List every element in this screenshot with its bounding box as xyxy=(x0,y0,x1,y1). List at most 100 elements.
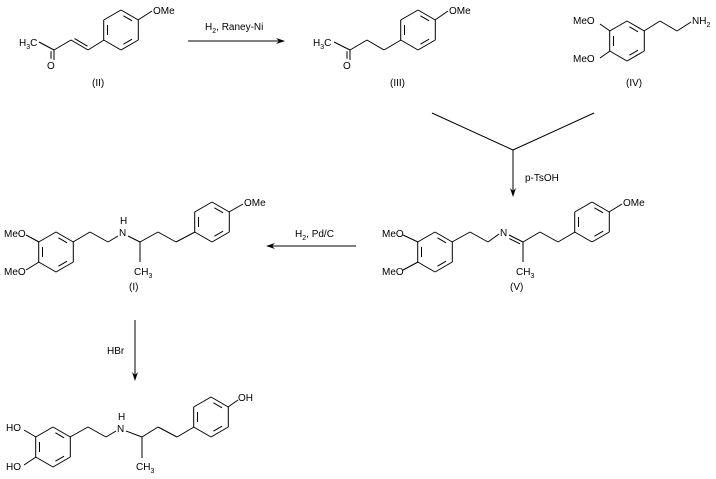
compound-label: (II) xyxy=(92,78,104,89)
aromatic-inner-bond xyxy=(437,237,447,244)
aromatic-inner-bond xyxy=(55,432,65,439)
nitrogen-label: N xyxy=(119,228,126,239)
bond xyxy=(487,233,500,243)
bond xyxy=(107,235,119,243)
methoxy-bond xyxy=(25,234,40,243)
aromatic-inner-bond xyxy=(123,38,133,45)
benzene-ring-bond xyxy=(400,9,419,21)
benzene-ring-bond xyxy=(626,20,645,32)
methoxy-bond xyxy=(402,261,419,271)
ome-label: OMe xyxy=(153,6,175,17)
benzene-ring-bond xyxy=(400,39,419,51)
bond xyxy=(157,426,178,438)
hydroxy-bond xyxy=(227,399,239,408)
aromatic-inner-bond xyxy=(123,15,133,22)
bond xyxy=(539,231,559,243)
benzene-ring-bond xyxy=(609,50,628,62)
methoxy-bond xyxy=(25,261,40,271)
benzene-ring-bond xyxy=(434,231,453,243)
aromatic-inner-bond xyxy=(214,207,224,214)
double-bond xyxy=(508,234,524,243)
bond xyxy=(87,39,105,51)
compound-I: MeO MeO H N CH3 OMe (I) xyxy=(4,198,266,293)
compound-product: HO HO H N CH3 OH xyxy=(6,393,253,475)
aromatic-inner-bond xyxy=(213,425,223,432)
aromatic-inner-bond xyxy=(594,207,604,214)
bond xyxy=(175,231,196,243)
bond xyxy=(157,231,177,243)
aromatic-inner-bond xyxy=(420,15,430,22)
bond xyxy=(69,426,89,438)
methyl-label: CH3 xyxy=(134,267,152,280)
ho-bottom-label: HO xyxy=(6,462,21,473)
benzene-ring-bond xyxy=(574,201,593,213)
meo-top-label: MeO xyxy=(573,16,595,27)
bond xyxy=(451,231,471,243)
arrowhead-icon xyxy=(132,372,138,381)
methyl-label: H3C xyxy=(313,38,331,51)
bond xyxy=(659,20,678,32)
bond xyxy=(125,430,143,438)
benzene-ring-bond xyxy=(609,20,628,32)
bond xyxy=(469,231,489,243)
benzene-ring-bond xyxy=(417,9,436,21)
ho-top-label: HO xyxy=(6,423,21,434)
benzene-ring-bond xyxy=(55,261,74,273)
compound-label: (III) xyxy=(390,78,405,89)
benzene-ring-bond xyxy=(38,261,57,273)
compound-IV: MeO MeO NH2 (IV) xyxy=(573,16,710,89)
benzene-ring-bond xyxy=(574,231,593,243)
arrowhead-icon xyxy=(510,188,516,197)
benzene-ring-bond xyxy=(120,9,139,21)
hydroxy-bond xyxy=(23,429,37,438)
bond xyxy=(643,20,661,32)
benzene-ring-bond xyxy=(194,231,213,243)
bond xyxy=(176,426,195,438)
methoxy-bond xyxy=(599,50,611,59)
bond xyxy=(89,231,109,243)
benzene-ring-bond xyxy=(194,201,213,213)
methoxy-bond xyxy=(434,10,449,21)
compound-V: MeO MeO N CH3 OMe (V) xyxy=(382,198,645,293)
arrowhead-icon xyxy=(276,38,285,44)
nitrogen-label: N xyxy=(500,228,507,239)
methoxy-bond xyxy=(402,234,419,243)
aromatic-inner-bond xyxy=(437,260,447,267)
benzene-ring-bond xyxy=(211,231,230,243)
bond xyxy=(139,231,159,243)
meo-top-label: MeO xyxy=(4,229,26,240)
reagent-step4: HBr xyxy=(107,346,125,357)
benzene-ring-bond xyxy=(211,201,230,213)
meo-bottom-label: MeO xyxy=(4,267,26,278)
oh-label: OH xyxy=(238,393,253,404)
bond xyxy=(127,235,141,243)
aromatic-inner-bond xyxy=(629,26,639,33)
aromatic-inner-bond xyxy=(594,230,604,237)
ome-label: OMe xyxy=(244,198,266,209)
bond xyxy=(349,39,368,51)
merge-line xyxy=(431,112,514,151)
benzene-ring-bond xyxy=(434,261,453,273)
bond xyxy=(38,41,55,51)
nh-hydrogen-label: H xyxy=(120,216,127,227)
bond xyxy=(105,430,117,438)
aromatic-inner-bond xyxy=(214,230,224,237)
reagent-step1: H2, Raney-Ni xyxy=(205,22,263,35)
meo-bottom-label: MeO xyxy=(573,54,595,65)
benzene-ring-bond xyxy=(35,456,54,468)
methoxy-bond xyxy=(228,203,244,213)
aromatic-inner-bond xyxy=(213,402,223,409)
bond xyxy=(87,426,107,438)
compound-III: H3C O OMe (III) xyxy=(313,6,471,89)
benzene-ring-bond xyxy=(193,396,212,408)
bond xyxy=(522,231,541,243)
bond xyxy=(676,21,692,32)
nh-hydrogen-label: H xyxy=(118,412,125,423)
benzene-ring-bond xyxy=(103,9,122,21)
aromatic-inner-bond xyxy=(420,38,430,45)
oxygen-label: O xyxy=(47,61,55,72)
aromatic-inner-bond xyxy=(55,455,65,462)
aromatic-inner-bond xyxy=(629,49,639,56)
methyl-label: CH3 xyxy=(516,267,534,280)
